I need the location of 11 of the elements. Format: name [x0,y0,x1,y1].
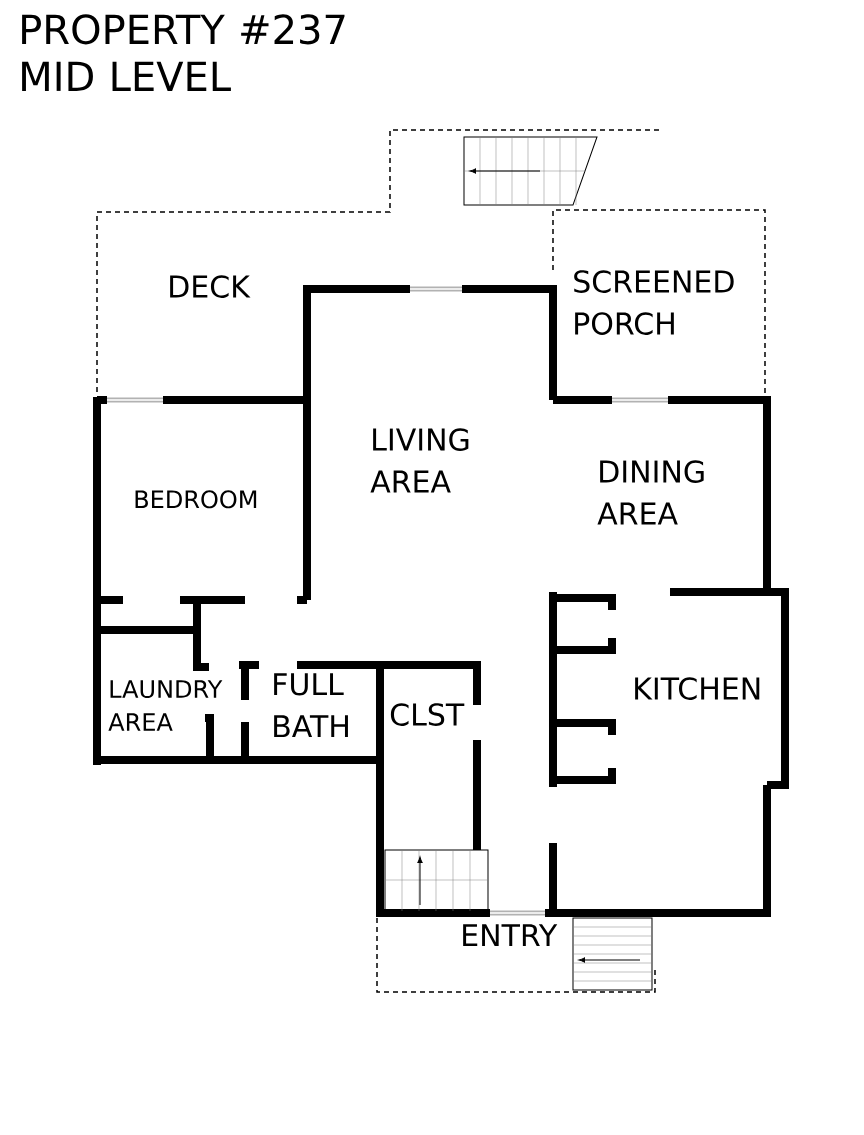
room-label: BEDROOM [135,490,257,509]
room-label: KITCHEN [635,677,760,700]
room-label: DECK [170,275,251,298]
room-label: ENTRY [463,924,558,947]
room-label: LAUNDRY AREA [108,680,223,731]
room-label: LIVING AREA [370,428,469,493]
room-label: DINING AREA [597,460,704,525]
room-label: CLST [390,703,465,726]
room-label: FULL BATH [274,673,348,738]
title: PROPERTY #237 MID LEVEL [22,14,345,91]
room-label: SCREENED PORCH [574,270,734,335]
